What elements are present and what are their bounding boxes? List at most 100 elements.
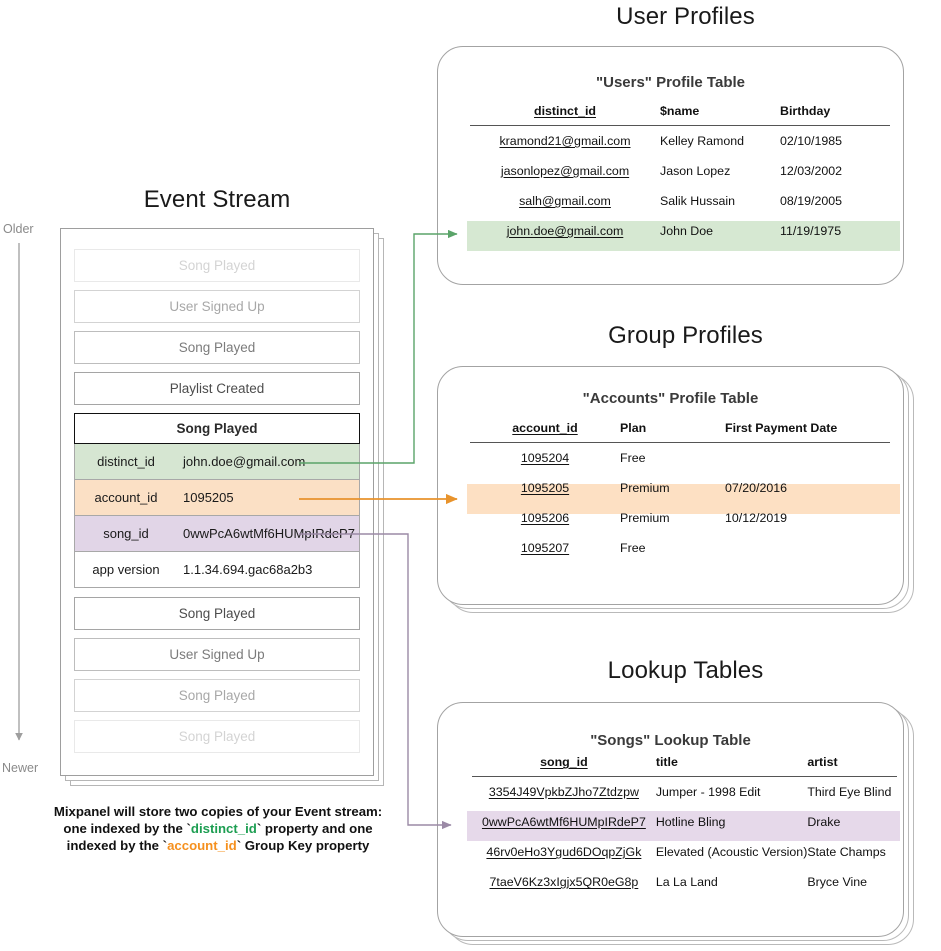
event-property-value: john.doe@gmail.com <box>183 454 306 469</box>
column-header-song-id: song_id <box>540 755 588 769</box>
table-cell: 46rv0eHo3Ygud6DOqpZjGk <box>486 845 642 859</box>
table-cell: 1095206 <box>520 511 570 525</box>
table-cell: Elevated (Acoustic Version) <box>655 845 808 859</box>
caption-line-2-pre: one indexed by the ` <box>63 821 191 836</box>
event-property-row-distinct-id: distinct_id john.doe@gmail.com <box>74 444 360 480</box>
table-cell: Third Eye Blind <box>807 785 892 799</box>
table-cell: Free <box>620 451 646 465</box>
event-box-after-1[interactable]: User Signed Up <box>74 638 360 671</box>
axis-label-newer: Newer <box>2 761 39 775</box>
table-cell: Hotline Bling <box>655 815 726 829</box>
event-box-before-1[interactable]: User Signed Up <box>74 290 360 323</box>
table-cell: 08/19/2005 <box>780 194 843 208</box>
songs-lookup-table: song_id title artist 3354J49VpkbZJho7Ztdzpw… <box>472 755 897 897</box>
table-row[interactable]: 1095207 Free <box>470 533 890 563</box>
table-cell: 02/10/1985 <box>780 134 843 148</box>
table-cell <box>725 533 890 563</box>
table-cell: State Champs <box>807 845 886 859</box>
column-header-plan: Plan <box>620 421 647 435</box>
table-header-row: account_id Plan First Payment Date <box>470 421 890 443</box>
table-cell: 7taeV6Kz3xIgjx5QR0eG8p <box>489 875 639 889</box>
table-cell: Jumper - 1998 Edit <box>655 785 761 799</box>
event-stream-heading: Event Stream <box>143 186 291 213</box>
event-box-after-2[interactable]: Song Played <box>74 679 360 712</box>
table-cell: 10/12/2019 <box>725 511 788 525</box>
table-row[interactable]: john.doe@gmail.com John Doe 11/19/1975 <box>470 216 890 246</box>
table-cell: Free <box>620 541 646 555</box>
event-box-label: Playlist Created <box>169 381 265 396</box>
users-highlight-band <box>467 221 900 251</box>
event-box-after-3[interactable]: Song Played <box>74 720 360 753</box>
table-cell: 11/19/1975 <box>780 224 842 238</box>
caption-line-3-post: ` Group Key property <box>236 838 370 853</box>
accounts-highlight-band <box>467 484 900 514</box>
table-cell: 1095207 <box>520 541 570 555</box>
caption-line-2: one indexed by the `distinct_id` propert… <box>38 820 398 837</box>
user-profiles-heading: User Profiles <box>616 3 755 30</box>
event-box-label: Song Played <box>178 729 256 744</box>
event-box-label: Song Played <box>178 606 256 621</box>
column-header-first-payment-date: First Payment Date <box>725 421 838 435</box>
table-row[interactable]: 46rv0eHo3Ygud6DOqpZjGk Elevated (Acoustic… <box>472 837 897 867</box>
event-box-label: User Signed Up <box>169 299 265 314</box>
event-box-label: Song Played <box>178 340 256 355</box>
table-cell: 1095205 <box>520 481 570 495</box>
event-property-value: 1.1.34.694.gac68a2b3 <box>183 562 313 577</box>
caption-code-account-id: account_id <box>167 838 237 853</box>
column-header-account-id: account_id <box>512 421 578 435</box>
table-header-row: song_id title artist <box>472 755 897 777</box>
table-cell: 12/03/2002 <box>780 164 843 178</box>
event-box-label: User Signed Up <box>169 647 265 662</box>
event-property-value: 1095205 <box>183 490 234 505</box>
caption-line-3-pre: indexed by the ` <box>66 838 168 853</box>
table-cell: Jason Lopez <box>660 164 731 178</box>
event-box-before-2[interactable]: Song Played <box>74 331 360 364</box>
group-profiles-heading: Group Profiles <box>608 322 763 349</box>
column-header-title: title <box>655 755 678 769</box>
table-cell: 3354J49VpkbZJho7Ztdzpw <box>488 785 639 799</box>
table-cell: 0wwPcA6wtMf6HUMpIRdeP7 <box>481 815 646 829</box>
table-cell: La La Land <box>655 875 718 889</box>
highlighted-event-name: Song Played <box>74 413 360 444</box>
caption-line-2-post: ` property and one <box>256 821 373 836</box>
table-row[interactable]: 3354J49VpkbZJho7Ztdzpw Jumper - 1998 Edit… <box>472 777 897 808</box>
table-cell: Premium <box>620 511 670 525</box>
accounts-table-title: "Accounts" Profile Table <box>582 390 759 407</box>
event-box-before-0[interactable]: Song Played <box>74 249 360 282</box>
songs-table-title: "Songs" Lookup Table <box>590 732 751 749</box>
event-box-after-0[interactable]: Song Played <box>74 597 360 630</box>
event-property-key: app version <box>92 562 160 577</box>
event-property-key: song_id <box>103 526 149 541</box>
table-cell: john.doe@gmail.com <box>506 224 624 238</box>
table-row[interactable]: 1095206 Premium 10/12/2019 <box>470 503 890 533</box>
event-box-label: Song Played <box>178 258 256 273</box>
event-box-before-3[interactable]: Playlist Created <box>74 372 360 405</box>
event-box-label: Song Played <box>178 688 256 703</box>
caption-line-3: indexed by the `account_id` Group Key pr… <box>38 837 398 854</box>
table-cell: John Doe <box>660 224 714 238</box>
highlighted-event-card[interactable]: Song Played distinct_id john.doe@gmail.com… <box>74 413 360 588</box>
table-cell: 07/20/2016 <box>725 481 788 495</box>
table-cell: salh@gmail.com <box>519 194 611 208</box>
event-property-key: distinct_id <box>97 454 155 469</box>
column-header-artist: artist <box>807 755 838 769</box>
column-header--name: $name <box>660 104 700 118</box>
lookup-tables-heading: Lookup Tables <box>607 657 764 684</box>
table-row[interactable]: jasonlopez@gmail.com Jason Lopez 12/03/200… <box>470 156 890 186</box>
caption-text: Mixpanel will store two copies of your E… <box>38 803 398 854</box>
table-cell <box>725 443 890 474</box>
table-cell: jasonlopez@gmail.com <box>500 164 630 178</box>
